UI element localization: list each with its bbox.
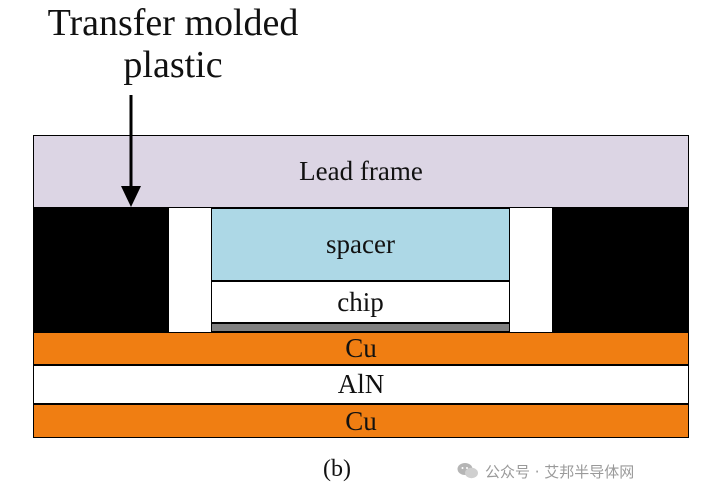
annotation-label: Transfer molded plastic — [0, 2, 346, 86]
copper-top-layer: Cu — [33, 332, 689, 365]
annotation-line-1: Transfer molded — [47, 2, 299, 44]
figure-caption: (b) — [323, 456, 351, 482]
spacer-label: spacer — [326, 229, 395, 259]
lead-frame-layer: Lead frame — [33, 135, 689, 208]
lead-frame-label: Lead frame — [299, 156, 423, 186]
copper-bottom-label: Cu — [345, 405, 377, 436]
annotation-line-2: plastic — [123, 44, 223, 86]
chip-label: chip — [337, 286, 384, 317]
watermark-text: 公众号 · 艾邦半导体网 — [485, 462, 635, 481]
mold-compound-right — [552, 208, 689, 332]
copper-bottom-layer: Cu — [33, 404, 689, 438]
aln-label: AlN — [337, 369, 385, 399]
aln-layer: AlN — [33, 365, 689, 404]
spacer-layer: spacer — [211, 208, 510, 281]
mold-compound-left — [33, 208, 169, 332]
chip-layer: chip — [211, 281, 510, 323]
watermark: 公众号 · 艾邦半导体网 — [457, 459, 707, 483]
wechat-icon — [457, 463, 478, 479]
copper-top-label: Cu — [345, 333, 377, 363]
solder-layer — [211, 323, 510, 332]
